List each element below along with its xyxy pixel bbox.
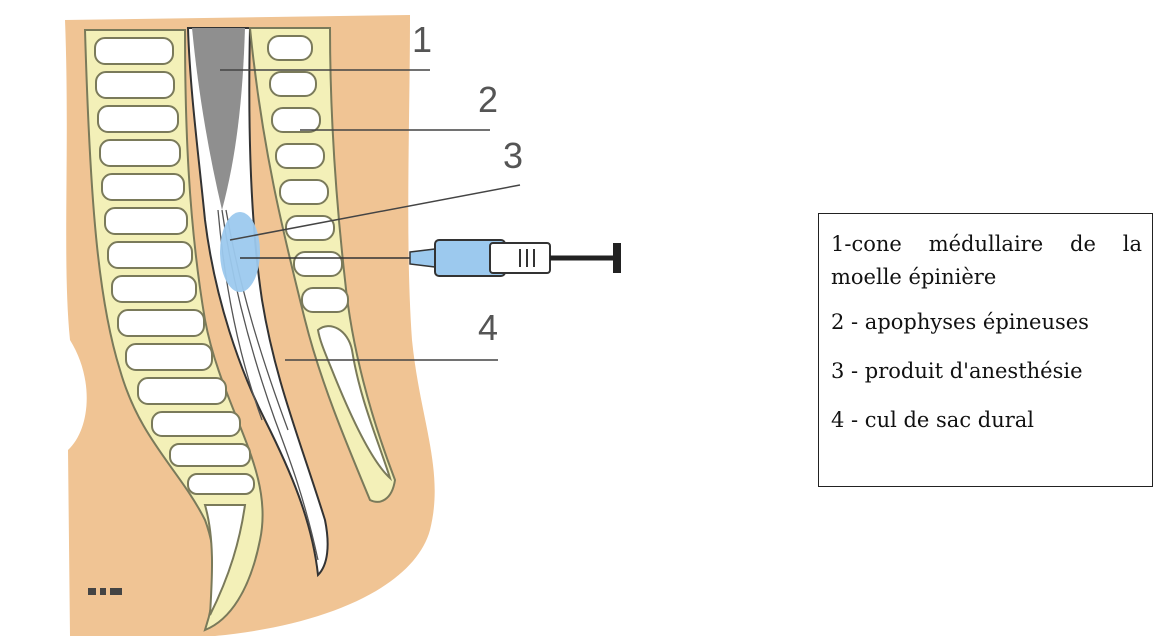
legend-item-3: 3 - produit d'anesthésie [831,355,1142,388]
legend-item-4: 4 - cul de sac dural [831,404,1142,437]
copyright-mark [88,588,122,595]
callout-1: 1 [412,19,432,60]
callout-2: 2 [478,79,498,120]
spinal-anesthesia-illustration: 1 2 3 4 [0,0,660,639]
legend-item-2: 2 - apophyses épineuses [831,306,1142,339]
legend-item-1: 1-cone médullaire de la moelle épinière [831,228,1142,294]
callout-4: 4 [478,307,498,348]
anesthetic-bolus [220,212,260,292]
legend-box: 1-cone médullaire de la moelle épinière … [818,213,1153,487]
callout-3: 3 [503,135,523,176]
syringe-plunger-handle [613,243,621,273]
